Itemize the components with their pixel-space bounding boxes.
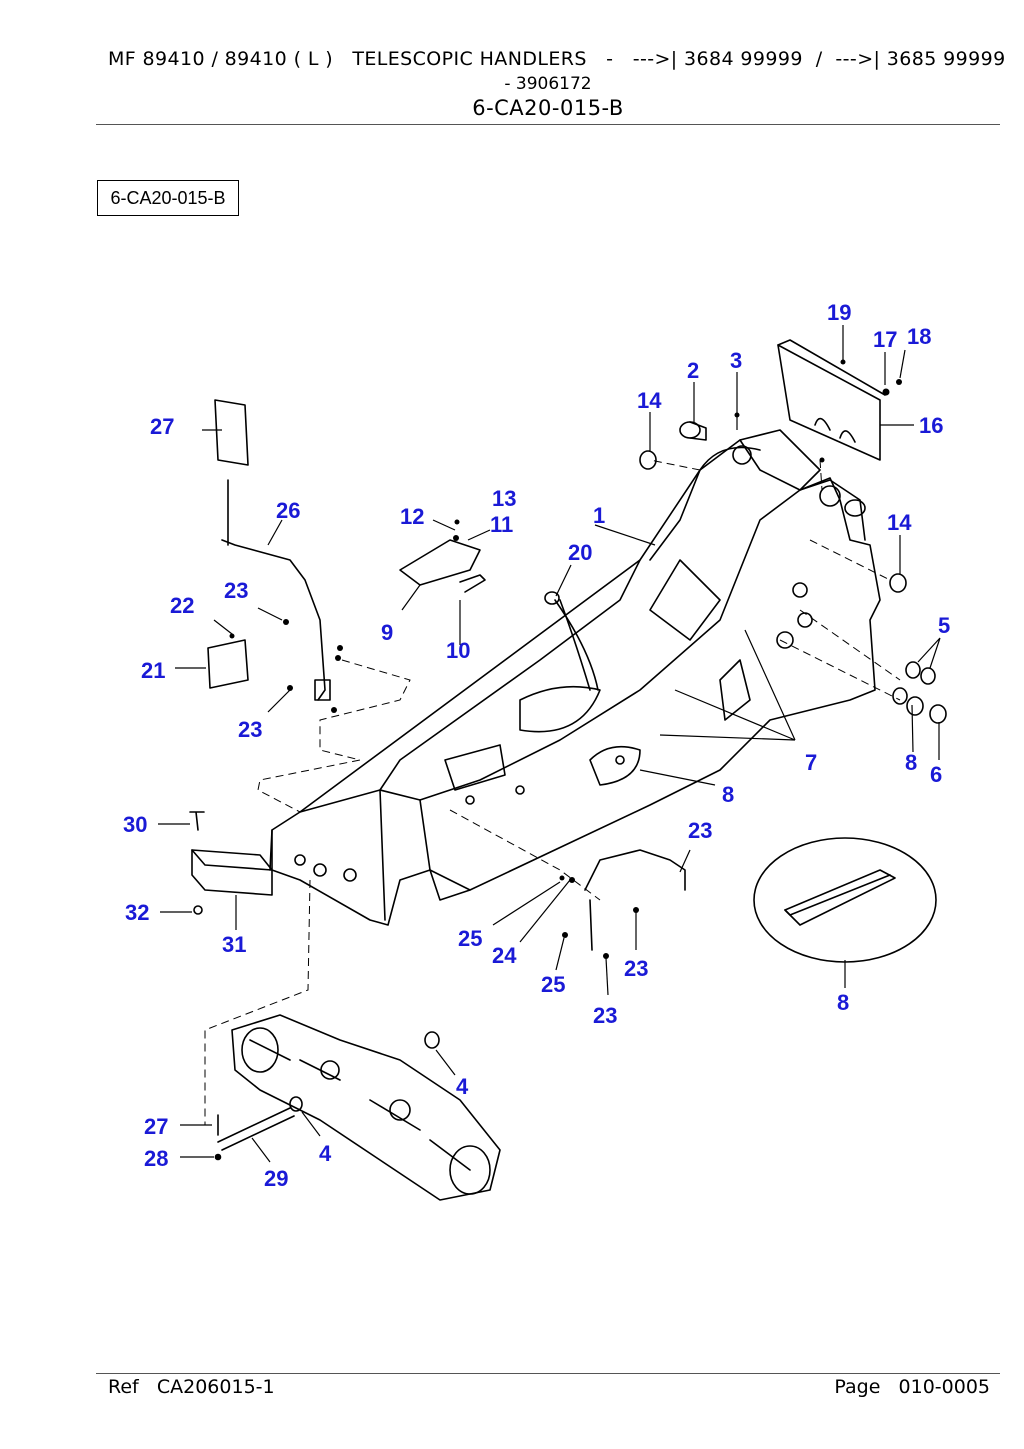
callout-17: 18	[907, 324, 931, 349]
footer-page-value: 010-0005	[898, 1376, 990, 1398]
fastener-markers	[229, 359, 902, 959]
callout-9: 9	[381, 620, 393, 645]
callout-2: 2	[687, 358, 699, 383]
callout-21: 22	[170, 593, 194, 618]
callout-15: 16	[919, 413, 943, 438]
phantom-lines	[204, 459, 901, 1125]
footer-page: Page 010-0005	[834, 1376, 990, 1398]
leader-lines	[158, 325, 941, 1163]
footer-ref: Ref CA206015-1	[108, 1376, 275, 1398]
callout-25-a: 25	[458, 926, 482, 951]
header-diagram-code: 6-CA20-015-B	[472, 96, 624, 120]
callout-27: 27	[150, 414, 174, 439]
callout-13: 13	[492, 486, 516, 511]
callout-8-frame: 8	[722, 782, 734, 807]
callout-26: 26	[276, 498, 300, 523]
callout-32: 31	[222, 932, 246, 957]
callout-8-group: 7	[805, 750, 817, 775]
callout-4-lower: 4	[319, 1141, 332, 1166]
callout-23-c: 23	[624, 956, 648, 981]
callout-8-detail: 8	[837, 990, 849, 1015]
callout-10: 10	[446, 638, 470, 663]
callout-23-a: 23	[224, 578, 248, 603]
header-title: MF 89410 / 89410 ( L ) TELESCOPIC HANDLE…	[108, 48, 1006, 70]
footer-ref-value: CA206015-1	[156, 1376, 275, 1398]
callout-1: 1	[593, 503, 605, 528]
callout-4-upper: 4	[456, 1074, 469, 1099]
callout-3: 3	[730, 348, 742, 373]
callout-31: 30	[123, 812, 147, 837]
callout-labels: 19 17 18 16 2 3 14 14 5 8 6 7 8 8 1 20 1…	[123, 300, 950, 1191]
diagram-code-box: 6-CA20-015-B	[97, 180, 239, 216]
footer-divider	[96, 1373, 1000, 1374]
callout-19: 20	[568, 540, 592, 565]
callout-33: 32	[125, 900, 149, 925]
callout-24: 24	[492, 943, 517, 968]
callout-23-d: 23	[593, 1003, 617, 1028]
callout-6: 6	[930, 762, 942, 787]
callout-18: 19	[827, 300, 851, 325]
header-serial: - 3906172	[504, 74, 592, 94]
callout-29: 28	[144, 1146, 168, 1171]
callout-28: 27	[144, 1114, 168, 1139]
callout-25-b: 25	[541, 972, 565, 997]
callout-22: 23	[688, 818, 712, 843]
callout-7: 8	[905, 750, 917, 775]
footer-page-label: Page	[834, 1376, 881, 1398]
callout-11: 11	[490, 512, 513, 537]
callout-14-right: 14	[887, 510, 912, 535]
callout-12: 12	[400, 504, 424, 529]
footer-ref-label: Ref	[108, 1376, 139, 1398]
callout-5: 5	[938, 613, 950, 638]
callout-14-left: 14	[637, 388, 662, 413]
callout-23-b: 23	[238, 717, 262, 742]
callout-30: 29	[264, 1166, 288, 1191]
chassis-frame-drawing	[189, 339, 947, 1201]
callout-20: 21	[141, 658, 165, 683]
callout-16: 17	[873, 327, 897, 352]
header-divider	[96, 124, 1000, 125]
